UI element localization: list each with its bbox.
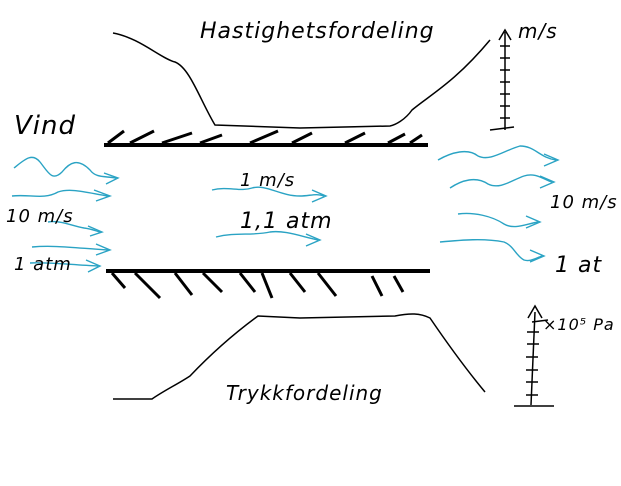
velocity-unit-label: m/s [518,19,558,43]
upper-wall [104,129,428,147]
velocity-axis [489,28,515,131]
flow-arrow [13,156,117,179]
flow-arrow [29,262,99,267]
flow-arrow [31,245,109,251]
flow-arrow [439,238,543,262]
inner-speed-label: 1 m/s [240,170,295,191]
velocity-title: Hastighetsfordeling [200,19,435,44]
flow-arrow [437,145,557,161]
flow-arrow [457,212,539,228]
wind-label: Vind [14,111,76,141]
pressure-profile-curve [113,313,486,400]
inlet-flow-arrows [11,156,120,273]
outlet-pressure-label: 1 at [555,253,602,278]
outlet-flow-arrows [437,145,560,263]
velocity-profile-curve [112,32,491,129]
pressure-axis [514,304,554,407]
outlet-speed-label: 10 m/s [550,192,618,213]
flow-arrow [211,186,325,197]
inner-pressure-label: 1,1 atm [240,209,333,234]
flow-arrow [11,189,109,197]
inner-flow-arrows [211,186,328,247]
flow-arrow [449,174,553,189]
pressure-title: Trykkfordeling [226,381,383,405]
lower-wall [106,269,430,300]
flow-arrow [215,230,319,241]
flow-arrow [47,220,101,233]
inlet-pressure-label: 1 atm [14,254,72,275]
pressure-unit-label: ×10⁵ Pa [543,315,615,334]
inlet-speed-label: 10 m/s [6,206,74,227]
